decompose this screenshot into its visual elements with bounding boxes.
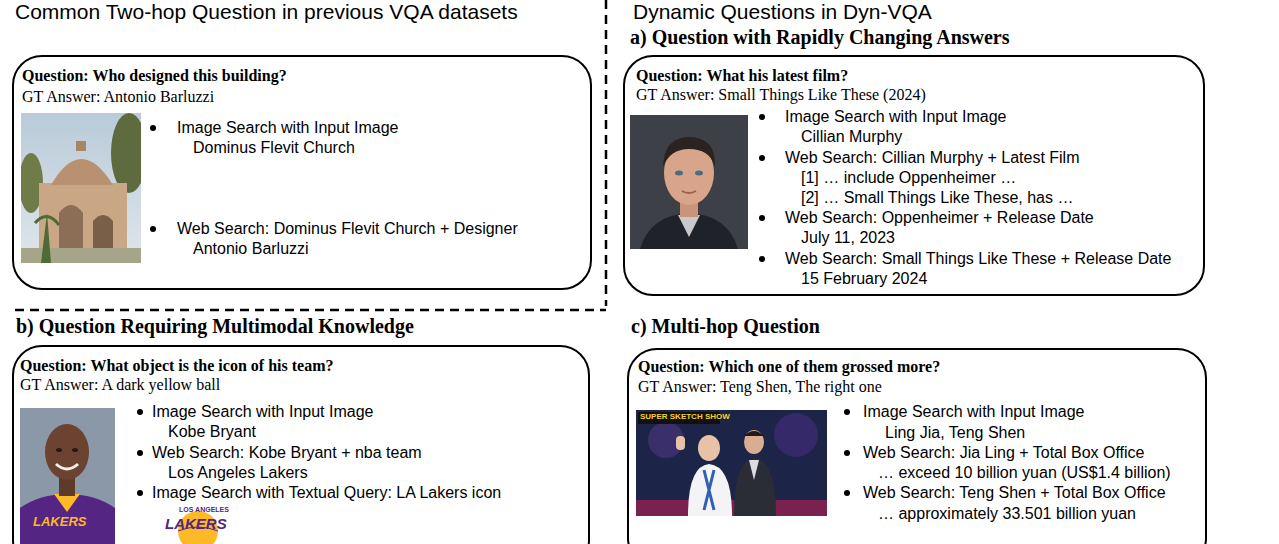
question-panel: c) Multi-hop QuestionQuestion: Which one… (627, 348, 1207, 544)
section-heading: Common Two-hop Question in previous VQA … (15, 0, 518, 24)
show-photo (636, 410, 827, 516)
search-result: Los Angeles Lakers (168, 464, 308, 482)
search-step: Web Search: Kobe Bryant + nba team (152, 444, 422, 462)
question-text: Question: Who designed this building? (22, 67, 287, 85)
logo-text: LOS ANGELES (179, 506, 229, 514)
search-step: Image Search with Input Image (863, 403, 1084, 421)
bullet-dot (137, 409, 143, 415)
search-step: Web Search: Oppenheimer + Release Date (785, 209, 1094, 227)
answer-text: GT Answer: Antonio Barluzzi (22, 88, 214, 106)
bullet-dot (150, 226, 156, 232)
bullet-dot (844, 450, 850, 456)
panel-heading: b) Question Requiring Multimodal Knowled… (16, 314, 414, 338)
question-text: Question: What his latest film? (636, 67, 848, 85)
question-panel: b) Question Requiring Multimodal Knowled… (12, 345, 590, 544)
panel-heading: a) Question with Rapidly Changing Answer… (630, 25, 1010, 49)
bullet-dot (844, 490, 850, 496)
bullet-dot (759, 256, 765, 262)
logo-text: LAKERS (165, 515, 227, 532)
bullet-dot (759, 155, 765, 161)
answer-text: GT Answer: Small Things Like These (2024… (636, 86, 926, 104)
search-result: … approximately 33.501 billion yuan (878, 505, 1136, 523)
search-result: Kobe Bryant (168, 423, 256, 441)
search-step: Web Search: Small Things Like These + Re… (785, 250, 1171, 268)
search-step: Image Search with Textual Query: LA Lake… (152, 484, 501, 502)
bullet-dot (759, 114, 765, 120)
actor-portrait (630, 115, 748, 249)
search-result: … exceed 10 billion yuan (US$1.4 billion… (878, 464, 1171, 482)
question-panel: Common Two-hop Question in previous VQA … (12, 55, 592, 290)
search-step: Web Search: Dominus Flevit Church + Desi… (177, 220, 518, 238)
search-step: Image Search with Input Image (785, 108, 1006, 126)
search-step: Image Search with Input Image (177, 119, 398, 137)
question-text: Question: What object is the icon of his… (20, 357, 333, 375)
question-text: Question: Which one of them grossed more… (638, 358, 940, 376)
search-result: Ling Jia, Teng Shen (885, 424, 1025, 442)
search-result: July 11, 2023 (801, 229, 895, 247)
church-photo (21, 113, 141, 263)
section-heading: Dynamic Questions in Dyn-VQA (633, 0, 932, 24)
bullet-dot (844, 409, 850, 415)
search-step: Web Search: Jia Ling + Total Box Office (863, 444, 1145, 462)
search-result: [1] … include Oppenheimer … (801, 169, 1016, 187)
search-step: Image Search with Input Image (152, 403, 373, 421)
jersey-text: LAKERS (33, 514, 86, 529)
answer-text: GT Answer: Teng Shen, The right one (638, 378, 882, 396)
search-result: Dominus Flevit Church (193, 139, 355, 157)
search-result: [2] … Small Things Like These, has … (801, 189, 1073, 207)
bullet-dot (150, 125, 156, 131)
search-result: 15 February 2024 (801, 270, 927, 288)
search-step: Web Search: Cillian Murphy + Latest Film (785, 149, 1079, 167)
answer-text: GT Answer: A dark yellow ball (20, 376, 220, 394)
search-result: Cillian Murphy (801, 128, 902, 146)
question-panel: a) Question with Rapidly Changing Answer… (623, 55, 1205, 296)
bullet-dot (137, 450, 143, 456)
search-result: Antonio Barluzzi (193, 240, 309, 258)
show-title-text: SUPER SKETCH SHOW (640, 412, 730, 422)
panel-heading: c) Multi-hop Question (631, 314, 820, 338)
search-step: Web Search: Teng Shen + Total Box Office (863, 484, 1166, 502)
bullet-dot (137, 490, 143, 496)
bullet-dot (759, 215, 765, 221)
